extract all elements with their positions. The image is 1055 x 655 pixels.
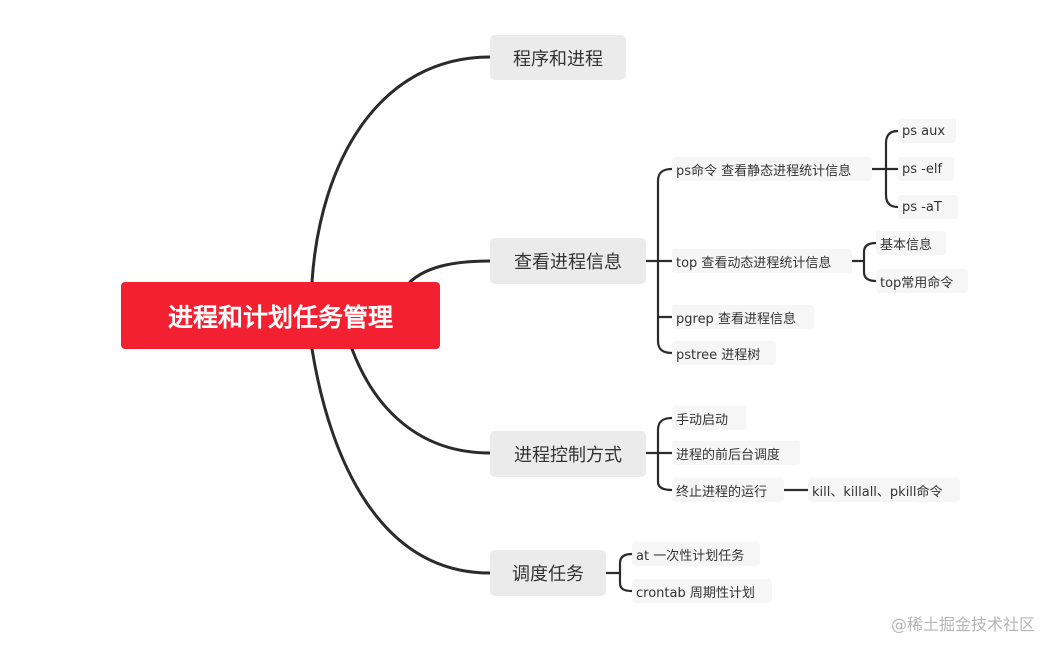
branch-programs-processes[interactable]: 程序和进程 [490,35,626,80]
leaf-fg-bg-scheduling[interactable]: 进程的前后台调度 [672,441,800,465]
watermark: @稀土掘金技术社区 [890,615,1035,634]
root-label: 进程和计划任务管理 [167,302,393,332]
leaf-terminate-process[interactable]: 终止进程的运行 [672,478,784,502]
leaf-at[interactable]: at 一次性计划任务 [632,542,760,566]
leaf-top-command[interactable]: top 查看动态进程统计信息 [672,249,852,273]
branch-label: 调度任务 [512,564,584,585]
connector-root-b1 [408,259,492,284]
leaf-kill-commands[interactable]: kill、killall、pkill命令 [808,478,960,502]
connector-top-bus [850,241,878,283]
connector-b3-bus [604,552,634,593]
leaf-ps-elf[interactable]: ps -elf [898,157,954,181]
branch-view-process-info[interactable]: 查看进程信息 [490,238,646,284]
connector-b2-bus [644,416,674,492]
connector-root-b3 [310,347,492,575]
branch-label: 进程控制方式 [514,445,622,466]
leaf-top-common-commands[interactable]: top常用命令 [876,269,968,293]
leaf-ps-command[interactable]: ps命令 查看静态进程统计信息 [672,157,872,181]
branch-process-control[interactable]: 进程控制方式 [490,431,646,477]
leaf-ps-aux[interactable]: ps aux [898,119,956,143]
leaf-manual-start[interactable]: 手动启动 [672,406,746,430]
leaf-top-basic-info[interactable]: 基本信息 [876,231,946,255]
branch-scheduled-tasks[interactable]: 调度任务 [490,550,606,596]
connector-root-b2 [350,347,492,455]
connector-root-b0 [310,55,492,284]
leaf-pstree[interactable]: pstree 进程树 [672,341,776,365]
leaf-ps-aT[interactable]: ps -aT [898,195,958,219]
leaf-crontab[interactable]: crontab 周期性计划 [632,579,772,603]
root-node[interactable]: 进程和计划任务管理 [121,282,440,349]
leaf-pgrep[interactable]: pgrep 查看进程信息 [672,305,814,329]
branch-label: 程序和进程 [513,48,603,70]
branch-label: 查看进程信息 [514,252,622,273]
